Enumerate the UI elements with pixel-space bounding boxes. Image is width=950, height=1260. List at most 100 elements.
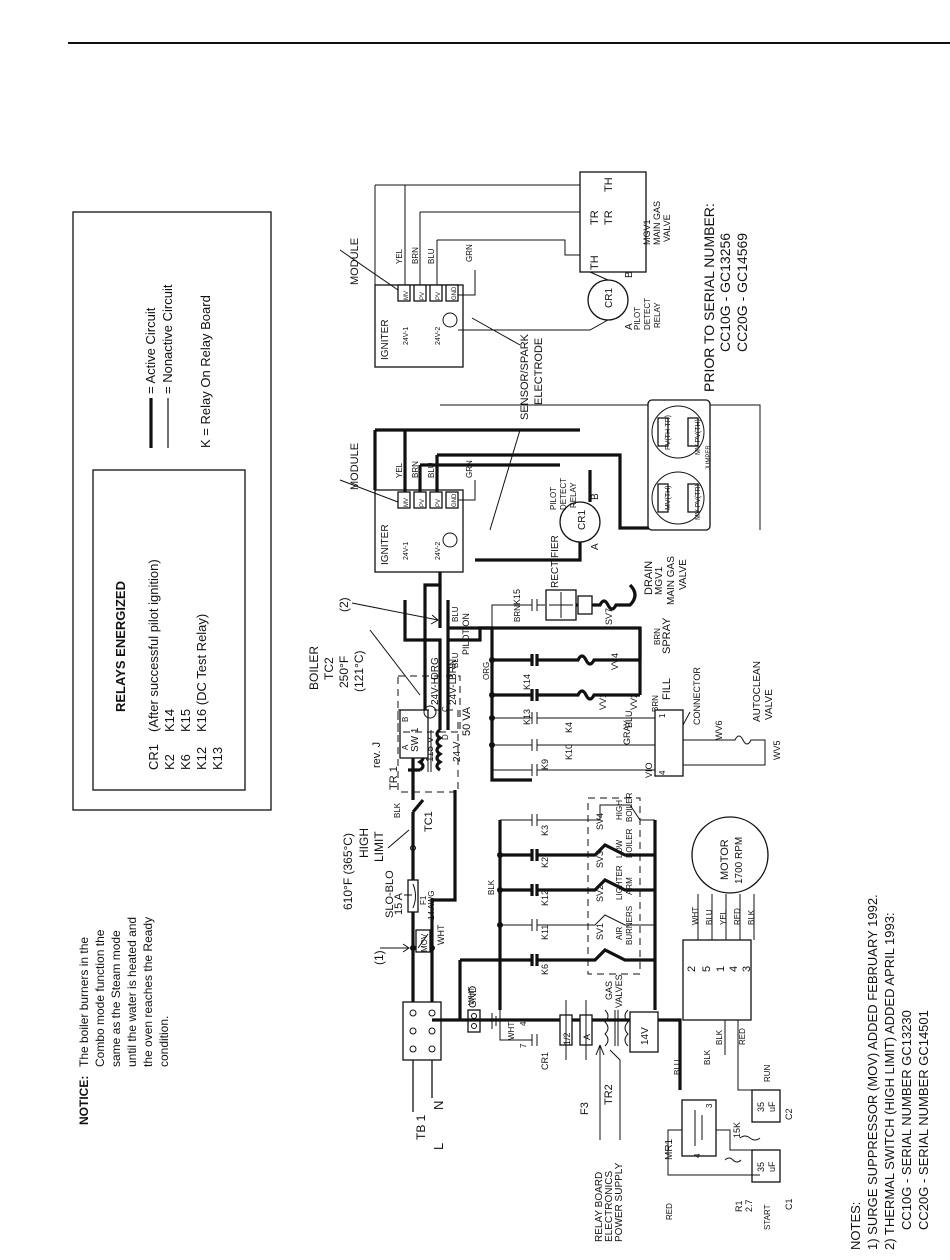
high-limit-tc1: 610°F (365°C) HIGH LIMIT TC1 BLK xyxy=(341,790,435,910)
mr1-pin-3: 3 xyxy=(705,1103,714,1108)
sv3-label: SV3 xyxy=(595,851,605,868)
lower-relay: RELAY xyxy=(569,482,578,508)
upper-mv: MV xyxy=(404,291,410,300)
upper-valve: VALVE xyxy=(662,214,672,242)
lower-pv2: PV xyxy=(436,499,442,507)
24vl-label: 24V-L xyxy=(448,678,459,705)
air-label: AIR xyxy=(615,926,624,940)
blu-label-2: BLU xyxy=(451,652,460,668)
cr1-contact-label: CR1 xyxy=(540,1052,550,1070)
r1-value: 2.7 xyxy=(744,1199,754,1212)
motor-red-2: RED xyxy=(738,1028,747,1045)
blower-motor: MOTOR 1700 RPM 2 5 1 4 3 WHT BLU YEL RED… xyxy=(682,816,781,1100)
c1-start: START xyxy=(763,1204,772,1230)
gray-label: GRAY xyxy=(622,720,632,745)
jumper-label: JUMPER xyxy=(706,445,712,470)
tb1-label: TB 1 xyxy=(414,1114,428,1140)
k3-label: K3 xyxy=(540,825,550,836)
high-label: HIGH xyxy=(615,800,624,820)
motor-terminal-block xyxy=(682,939,752,1021)
notes-line-2: 2) THERMAL SWITCH (HIGH LIMIT) ADDED APR… xyxy=(882,912,897,1250)
drain-circuit: K15 RECTIFIER SV7 DRAIN xyxy=(491,535,655,628)
wv6-label: WV6 xyxy=(714,720,724,740)
k2-label: K2 xyxy=(540,857,550,868)
fill-label: FILL xyxy=(661,678,673,700)
line-n-label: N xyxy=(431,1101,446,1110)
notice-line-2: Combo mode function the xyxy=(93,929,107,1067)
blu-label-1: BLU xyxy=(451,606,460,622)
boiler-tc2-label: BOILER TC2 250°F (121°C) xyxy=(307,629,421,696)
relay-id-4: K12 xyxy=(194,747,209,770)
wv5-label: WV5 xyxy=(772,740,782,760)
serial-prior-text: PRIOR TO SERIAL NUMBER: CC10G - GC13256 … xyxy=(701,203,750,392)
lower-pilot: PILOT xyxy=(549,487,558,510)
fuse-amp-label: A xyxy=(582,1034,592,1040)
lower-24v2: 24V-2 xyxy=(435,542,442,560)
upper-th2: TH xyxy=(603,177,615,192)
sw1-pin-c: C xyxy=(441,706,450,712)
blk-label-3: BLK xyxy=(703,1049,712,1065)
org-label: ORG xyxy=(430,657,441,680)
gas-label: GAS xyxy=(604,981,614,1000)
f3-label: F3 xyxy=(579,1102,591,1115)
notes-line-4: CC20G - SERIAL NUMBER GC14501 xyxy=(916,1010,931,1230)
lower-cr1: CR1 xyxy=(577,510,588,530)
motor-blk: BLK xyxy=(747,909,756,925)
rectifier-label: RECTIFIER xyxy=(550,535,561,588)
notes-line-1: 1) SURGE SUPPRESSOR (MOV) ADDED FEBRUARY… xyxy=(865,894,880,1250)
connector-label: CONNECTOR xyxy=(692,667,702,725)
boiler-sv-label: BOILER xyxy=(625,792,634,822)
mr1-red: RED xyxy=(665,1203,674,1220)
spray-label: SPRAY xyxy=(661,617,673,654)
boiler-sv-label-2: BOILER xyxy=(625,828,634,858)
upper-cr1: CR1 xyxy=(604,288,615,308)
lower-gnd: GND xyxy=(452,493,458,507)
power-supply-label: POWER SUPPLY xyxy=(614,1162,625,1242)
sw1-pin-a: A xyxy=(401,744,410,750)
high-limit-temp: 610°F (365°C) xyxy=(341,833,355,910)
cr1-pin-7: 7 xyxy=(519,1043,528,1048)
upper-grn: GRN xyxy=(465,244,474,262)
tr2-14v-label: 14V xyxy=(640,1027,651,1045)
fuse-f1-label: F1 xyxy=(419,895,428,905)
serial-prior-title: PRIOR TO SERIAL NUMBER: xyxy=(701,203,717,392)
low-label: LOW xyxy=(615,839,624,858)
legend-nonactive-text: = Nonactive Circuit xyxy=(160,284,175,394)
legend-krelay-text: K = Relay On Relay Board xyxy=(198,295,213,448)
mv-th: MV(TH) xyxy=(665,486,672,511)
tr2-label: TR2 xyxy=(603,1084,615,1105)
vio-label: VIO xyxy=(644,762,654,778)
wht-label-3: WHT xyxy=(507,1022,516,1040)
drain-label: DRAIN xyxy=(643,561,655,595)
k9-label: K9 xyxy=(540,759,550,770)
notice-line-4: until the water is heated and xyxy=(125,917,139,1067)
k14-label: K14 xyxy=(522,674,532,690)
notice-line-5: the oven reaches the Ready xyxy=(141,917,155,1067)
k12-label: K12 xyxy=(540,890,550,906)
upper-pilot: PILOT xyxy=(633,307,642,330)
mgv1-upper: TH TR TR TH MGV1 MAIN GAS VALVE xyxy=(579,171,672,273)
lower-blu: BLU xyxy=(427,462,436,478)
lower-yel: YEL xyxy=(395,462,404,478)
vv4-label: VV4 xyxy=(610,653,620,670)
upper-24v1: 24V-1 xyxy=(403,327,410,345)
brn-label-2: BRN xyxy=(513,605,522,622)
tr1-label: TR 1 xyxy=(388,766,400,790)
mv-pv-th: MV-PV(TH) xyxy=(695,419,702,455)
ann1-label: (1) xyxy=(372,950,386,965)
mv-pv-tr: MV-PV(TR) xyxy=(695,484,702,520)
relay-contacts-valves: K14 VV4 K13 VV1 VV2 K4 BLU K10 GRAY K9 V… xyxy=(489,617,673,778)
brn-label-4: BRN xyxy=(651,695,660,712)
upper-tr2: TR xyxy=(603,210,615,225)
upper-pin-b: B xyxy=(624,271,635,278)
mov-label: MOV xyxy=(420,933,429,952)
upper-mgv1: MGV1 xyxy=(642,219,652,245)
legend-text: RELAYS ENERGIZED CR1 (After successful p… xyxy=(113,284,225,770)
notice-label: NOTICE: xyxy=(77,1076,91,1125)
blk-label-2: BLK xyxy=(487,879,496,895)
connector-pin-1: 1 xyxy=(658,713,667,718)
lower-valve: VALVE xyxy=(678,559,689,590)
burners-label: BURNERS xyxy=(625,906,634,945)
gnd-label: GND xyxy=(468,986,479,1008)
tc2-temp-f: 250°F xyxy=(337,656,351,688)
